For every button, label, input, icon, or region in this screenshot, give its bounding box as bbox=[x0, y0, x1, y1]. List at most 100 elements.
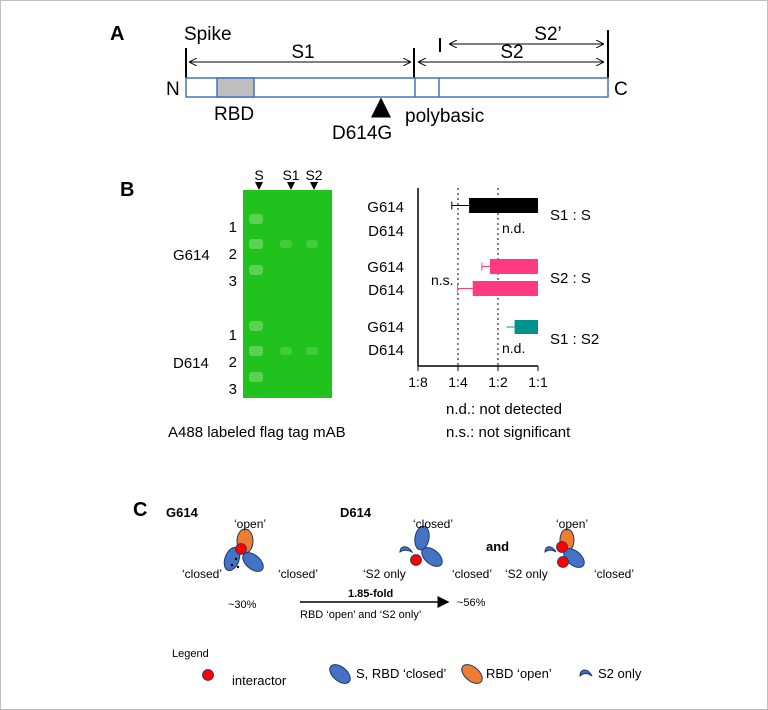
bar-s1-s-g614 bbox=[469, 198, 538, 213]
rbd-label: RBD bbox=[214, 104, 254, 125]
replicate-label: 1 bbox=[229, 327, 237, 344]
bar-s2-s-g614 bbox=[489, 259, 538, 274]
rbd-segment bbox=[216, 77, 255, 98]
ns-annotation: n.s. bbox=[431, 272, 454, 288]
row-label: D614 bbox=[368, 282, 404, 299]
ratio-label-s1-s2: S1 : S2 bbox=[550, 331, 599, 348]
replicate-label: 2 bbox=[229, 246, 237, 263]
panel-b-letter: B bbox=[120, 179, 134, 201]
replicate-label: 3 bbox=[229, 381, 237, 398]
ratio-label-s1-s: S1 : S bbox=[550, 207, 591, 224]
rbd-closed-subunit bbox=[414, 525, 430, 551]
row-label: G614 bbox=[367, 259, 404, 276]
lane-label-s: S bbox=[254, 167, 263, 183]
spike-label: Spike bbox=[184, 24, 232, 45]
tick-label: 1:8 bbox=[408, 374, 428, 390]
legend-interactor-icon bbox=[202, 669, 214, 681]
legend-title: Legend bbox=[172, 648, 209, 660]
d614-percent: ~56% bbox=[457, 597, 486, 609]
gel-band bbox=[306, 240, 318, 248]
d614-s2only-label: ‘S2 only bbox=[363, 567, 406, 581]
panel-c: C G614 D614 ‘open’ ‘closed’ ‘closed’ ~30… bbox=[133, 499, 642, 688]
mutation-label: D614G bbox=[332, 123, 392, 144]
trimer3-closed-label: ‘closed’ bbox=[594, 567, 634, 581]
d614-closed-label: ‘closed’ bbox=[452, 567, 492, 581]
gel-band bbox=[280, 347, 292, 355]
legend-open-label: RBD ‘open’ bbox=[486, 666, 552, 681]
nd-annotation-s1-s2: n.d. bbox=[502, 340, 525, 356]
gel-group-g614: G614 bbox=[173, 247, 210, 264]
legend-s2only-icon bbox=[579, 669, 593, 678]
d614-closed-top-label: ‘closed’ bbox=[413, 517, 453, 531]
legend-closed-label: S, RBD ‘closed’ bbox=[356, 666, 446, 681]
g614-closed-right-label: ‘closed’ bbox=[278, 567, 318, 581]
g614-percent: ~30% bbox=[228, 599, 257, 611]
gel-image bbox=[243, 190, 332, 398]
gel-band bbox=[249, 265, 263, 275]
and-word: and bbox=[486, 539, 509, 554]
rbd-closed-subunit bbox=[421, 547, 443, 567]
panel-a-letter: A bbox=[110, 23, 124, 45]
ratio-bar-chart: 1:8 1:4 1:2 1:1 G614 D614 G614 D614 G614… bbox=[367, 188, 599, 390]
bar-s2-s-d614 bbox=[472, 281, 538, 296]
spike-protein-bar bbox=[185, 77, 609, 98]
legend-open-icon bbox=[461, 664, 483, 684]
footnote-ns: n.s.: not significant bbox=[446, 424, 571, 441]
gel-caption: A488 labeled flag tag mAB bbox=[168, 424, 346, 441]
bar-s1-s2-g614 bbox=[514, 320, 538, 334]
polybasic-label: polybasic bbox=[405, 106, 484, 127]
c-terminus-label: C bbox=[614, 79, 628, 100]
fold-arrow-caption: RBD ‘open’ and ‘S2 only’ bbox=[300, 609, 421, 621]
replicate-label: 2 bbox=[229, 354, 237, 371]
d614-trimer bbox=[399, 525, 443, 567]
panel-c-letter: C bbox=[133, 499, 147, 521]
nd-annotation-s1-s: n.d. bbox=[502, 220, 525, 236]
row-label: D614 bbox=[368, 223, 404, 240]
gel-band bbox=[249, 239, 263, 249]
trimer3-s2only-label: ‘S2 only bbox=[505, 567, 548, 581]
panel-b: B S S1 S2 1 2 3 1 2 3 G614 D614 A488 lab… bbox=[120, 167, 599, 441]
gel-band bbox=[306, 347, 318, 355]
d614-header: D614 bbox=[340, 505, 372, 520]
s2-only-subunit bbox=[399, 546, 414, 554]
gel-band bbox=[280, 240, 292, 248]
panel-a: A Spike S1 S2 S2’ N C RBD D614G polybasi… bbox=[110, 23, 628, 144]
gel-band bbox=[249, 321, 263, 331]
ratio-label-s2-s: S2 : S bbox=[550, 270, 591, 287]
interactor-dot bbox=[235, 543, 247, 555]
replicate-label: 1 bbox=[229, 219, 237, 236]
tick-label: 1:2 bbox=[488, 374, 508, 390]
gel-band bbox=[249, 346, 263, 356]
small-dot bbox=[236, 565, 240, 569]
gel-band bbox=[249, 372, 263, 382]
legend-closed-icon bbox=[329, 664, 351, 684]
interactor-dot bbox=[557, 556, 569, 568]
row-label: D614 bbox=[368, 342, 404, 359]
small-dot bbox=[234, 557, 238, 561]
row-label: G614 bbox=[367, 199, 404, 216]
s2prime-label: S2’ bbox=[534, 24, 561, 45]
interactor-dot bbox=[410, 554, 422, 566]
fold-change-label: 1.85-fold bbox=[348, 588, 393, 600]
row-label: G614 bbox=[367, 319, 404, 336]
gel-bands bbox=[249, 214, 318, 382]
legend-interactor-label: interactor bbox=[232, 673, 287, 688]
s2-only-subunit bbox=[544, 546, 557, 553]
trimer3-open-label: ‘open’ bbox=[556, 517, 588, 531]
lane-marker-s2 bbox=[310, 182, 318, 190]
small-dot bbox=[230, 563, 234, 567]
interactor-dot bbox=[556, 541, 568, 553]
g614-trimer bbox=[223, 528, 264, 572]
lane-marker-s bbox=[255, 182, 263, 190]
tick-label: 1:4 bbox=[448, 374, 468, 390]
n-terminus-label: N bbox=[166, 79, 180, 100]
s1-label: S1 bbox=[291, 42, 314, 63]
lane-label-s1: S1 bbox=[282, 167, 299, 183]
s2-label: S2 bbox=[500, 42, 523, 63]
tick-label: 1:1 bbox=[528, 374, 548, 390]
rbd-closed-subunit bbox=[242, 552, 264, 572]
legend: Legend interactor S, RBD ‘closed’ RBD ‘o… bbox=[172, 648, 642, 688]
lane-label-s2: S2 bbox=[305, 167, 322, 183]
gel-band bbox=[249, 214, 263, 224]
